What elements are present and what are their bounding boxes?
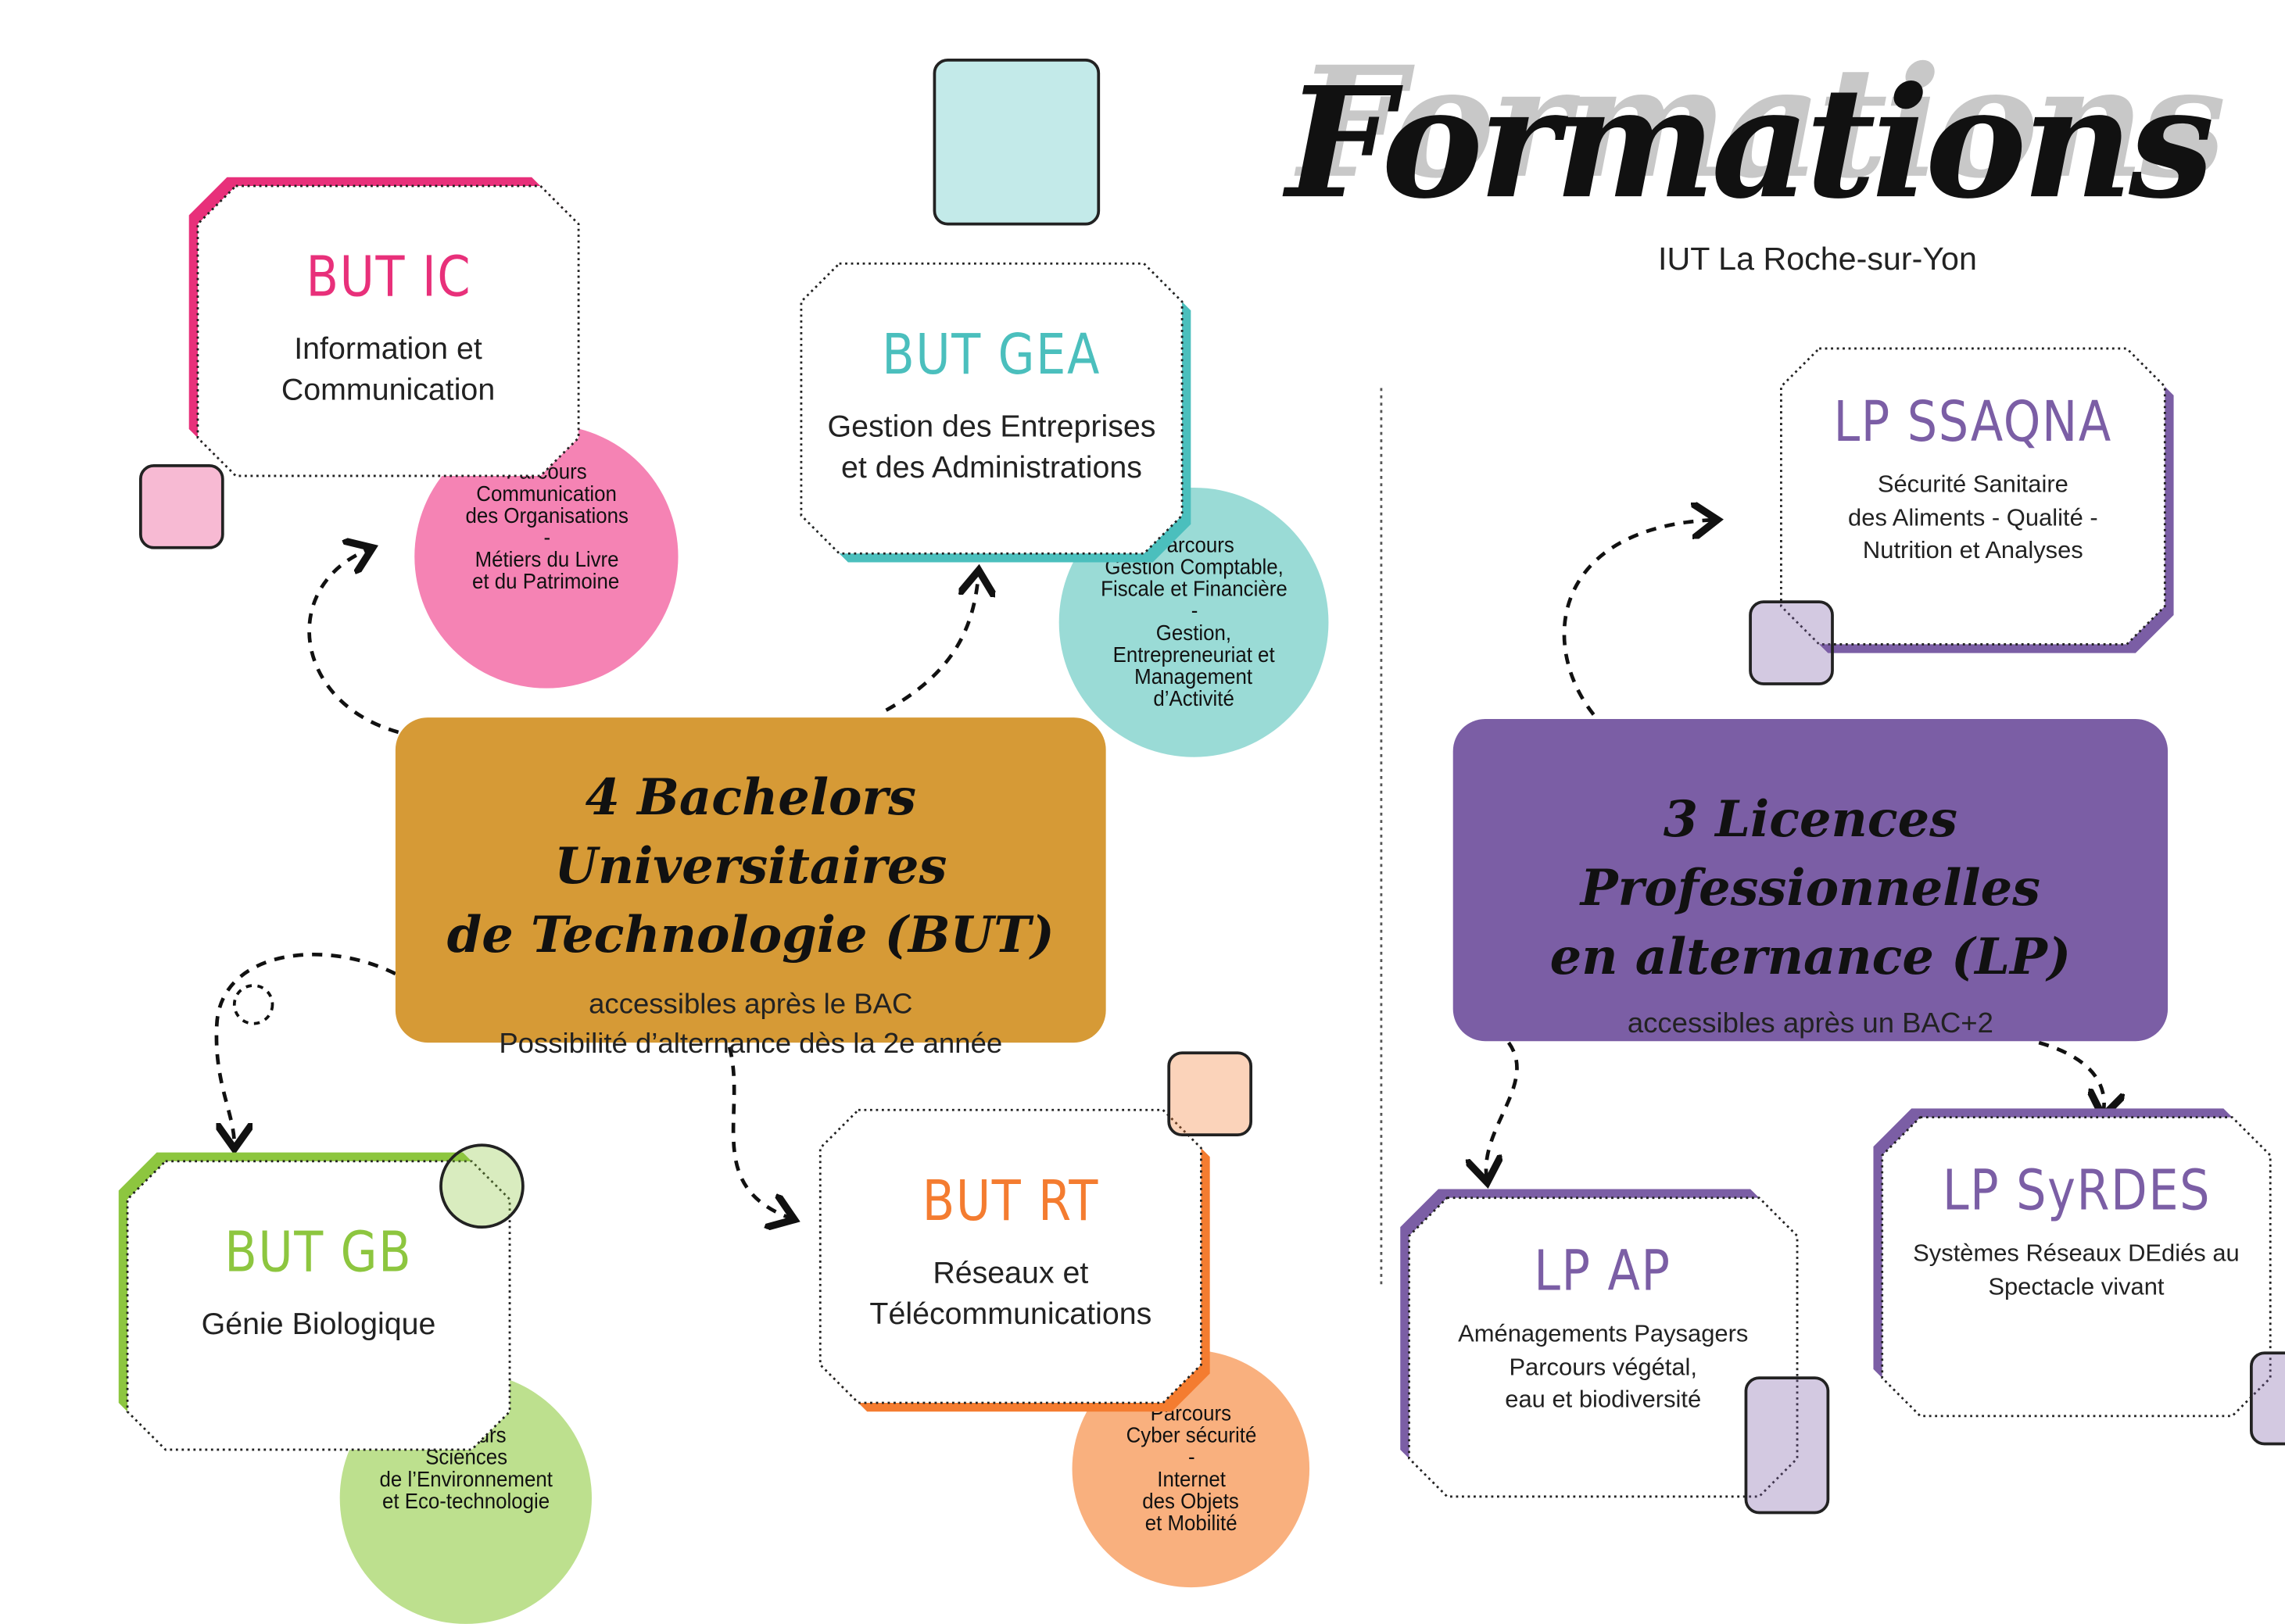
- page-title: Formations: [1286, 52, 2215, 233]
- card-title: LP AP: [1535, 1239, 1672, 1304]
- audio-jack-icon: [2250, 1351, 2285, 1446]
- card-content: LP SSAQNA Sécurité Sanitaire des Aliments …: [1781, 349, 2165, 644]
- card-title: LP SyRDES: [1942, 1158, 2211, 1223]
- card-but-ic[interactable]: BUT IC Information et Communication: [139, 177, 580, 549]
- card-frame: [188, 177, 580, 478]
- card-description: Gestion des Entreprises et des Administra…: [828, 407, 1156, 489]
- card-frame: [1400, 1189, 1799, 1498]
- description-line: Gestion des Entreprises: [827, 410, 1156, 444]
- parcours-line: et Eco-technologie: [381, 1489, 550, 1515]
- lp-subtext: accessibles après un BAC+2: [1627, 1007, 1993, 1040]
- card-description: Information et Communication: [281, 330, 495, 412]
- page-subtitle: IUT La Roche-sur-Yon: [1658, 240, 1977, 277]
- description-line: des Aliments - Qualité -: [1848, 504, 2098, 531]
- card-frame: [1873, 1108, 2272, 1418]
- card-title: BUT GEA: [882, 322, 1101, 387]
- description-line: Systèmes Réseaux DEdiés au: [1913, 1240, 2240, 1267]
- parcours-line: -: [543, 525, 550, 551]
- arrow-to-ic: [307, 549, 399, 735]
- parcours-line: des Organisations: [464, 503, 629, 529]
- parcours-line: Communication: [476, 481, 617, 507]
- description-line: eau et biodiversité: [1505, 1386, 1702, 1414]
- description-line: Sécurité Sanitaire: [1877, 471, 2068, 499]
- card-description: Génie Biologique: [202, 1304, 436, 1345]
- arrow-to-rt: [727, 1046, 791, 1218]
- card-description: Systèmes Réseaux DEdiés au Spectacle viva…: [1913, 1237, 2240, 1303]
- parcours-line: et Mobilité: [1144, 1511, 1237, 1536]
- card-but-gea[interactable]: BUT GEA Gestion des Entreprises et des Adm…: [800, 58, 1191, 563]
- parcours-line: d’Activité: [1153, 686, 1234, 712]
- description-line: Génie Biologique: [201, 1307, 436, 1342]
- parcours-line: Cyber sécurité: [1125, 1423, 1256, 1449]
- card-content: BUT GEA Gestion des Entreprises et des Adm…: [801, 263, 1182, 553]
- arrow-to-ap: [1486, 1041, 1519, 1179]
- card-frame: [118, 1152, 511, 1451]
- card-but-gb[interactable]: BUT GB Génie Biologique: [118, 1143, 525, 1451]
- card-lp-ssaqna[interactable]: LP SSAQNA Sécurité Sanitaire des Aliments …: [1749, 347, 2174, 685]
- parcours-line: Internet: [1156, 1467, 1226, 1493]
- arrow-to-syrdes: [2038, 1040, 2104, 1113]
- arrow-to-ssaqna: [1562, 520, 1714, 716]
- card-but-rt[interactable]: BUT RT Réseaux et Télécommunications: [818, 1051, 1253, 1412]
- card-content: LP SyRDES Systèmes Réseaux DEdiés au Spect…: [1882, 1118, 2271, 1416]
- card-content: BUT IC Information et Communication: [198, 186, 578, 476]
- description-line: Réseaux et: [933, 1256, 1089, 1290]
- parcours-line: des Objets: [1142, 1489, 1240, 1515]
- shield-chip-icon: [1167, 1051, 1253, 1136]
- card-title: BUT GB: [224, 1219, 413, 1285]
- description-line: Communication: [281, 373, 496, 407]
- card-lp-syrdes[interactable]: LP SyRDES Systèmes Réseaux DEdiés au Spect…: [1873, 1108, 2285, 1446]
- description-line: Télécommunications: [869, 1297, 1152, 1332]
- card-description: Réseaux et Télécommunications: [869, 1254, 1151, 1336]
- parcours-line: de l’Environnement: [379, 1467, 553, 1493]
- card-title: LP SSAQNA: [1833, 389, 2113, 454]
- flowers-icon: [1744, 1376, 1830, 1515]
- earth-flask-icon: [439, 1143, 525, 1229]
- parcours-line: Management: [1134, 664, 1253, 690]
- parcours-line: Métiers du Livre: [474, 547, 618, 573]
- parcours-line: et du Patrimoine: [472, 569, 621, 595]
- card-content: BUT RT Réseaux et Télécommunications: [820, 1110, 1201, 1403]
- description-line: Information et: [294, 332, 482, 367]
- parcours-line: -: [1190, 599, 1198, 624]
- description-line: Aménagements Paysagers: [1458, 1321, 1749, 1347]
- flask-apple-icon: [1749, 600, 1834, 685]
- card-frame: [1780, 347, 2174, 653]
- parcours-line: -: [1187, 1445, 1194, 1471]
- description-line: et des Administrations: [841, 451, 1142, 485]
- books-laptop-icon: [139, 463, 224, 549]
- card-frame: [800, 262, 1191, 563]
- parcours-line: Sciences: [424, 1445, 507, 1471]
- parcours-line: Entrepreneuriat et: [1112, 642, 1275, 668]
- parcours-line: Fiscale et Financière: [1100, 577, 1288, 603]
- arrow-to-gb: [214, 953, 396, 1145]
- arrow-to-gea: [885, 574, 979, 712]
- card-title: BUT IC: [305, 244, 471, 309]
- card-description: Sécurité Sanitaire des Aliments - Qualité…: [1848, 469, 2098, 567]
- card-frame: [818, 1108, 1210, 1412]
- parcours-line: Gestion,: [1155, 621, 1232, 646]
- description-line: Parcours végétal,: [1509, 1354, 1698, 1380]
- card-content: BUT GB Génie Biologique: [127, 1161, 510, 1450]
- card-title: BUT RT: [922, 1168, 1099, 1233]
- description-line: Nutrition et Analyses: [1862, 537, 2083, 564]
- calculator-documents-icon: [933, 58, 1101, 226]
- description-line: Spectacle vivant: [1988, 1273, 2165, 1300]
